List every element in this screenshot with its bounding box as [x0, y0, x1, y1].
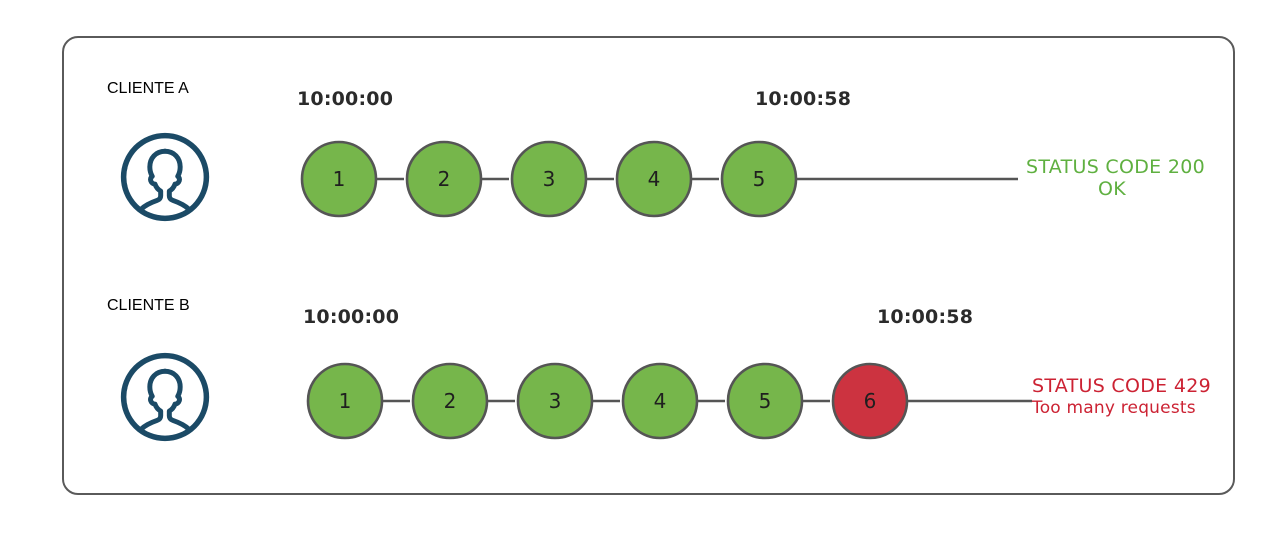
request-node-b-2[interactable]: 2: [411, 362, 489, 440]
request-node-b-4-label: 4: [654, 389, 667, 413]
client-b-label: CLIENTE B: [107, 297, 190, 314]
request-node-a-1[interactable]: 1: [300, 140, 378, 218]
client-a-status: STATUS CODE 200 OK: [1026, 156, 1205, 201]
request-node-b-6-label: 6: [864, 389, 877, 413]
request-node-b-1-label: 1: [339, 389, 352, 413]
client-b-chain-svg: 1 2 3 4 5 6: [306, 362, 1032, 440]
request-node-a-4-label: 4: [648, 167, 661, 191]
client-b-request-chain: 1 2 3 4 5 6: [302, 362, 1038, 443]
client-a-avatar: [119, 131, 211, 223]
request-node-b-5[interactable]: 5: [726, 362, 804, 440]
client-b-status: STATUS CODE 429 Too many requests: [1032, 375, 1232, 418]
request-node-a-5-label: 5: [753, 167, 766, 191]
client-a-status-text: OK: [1097, 177, 1126, 200]
client-b-status-code: STATUS CODE 429: [1032, 375, 1211, 397]
request-node-b-6[interactable]: 6: [831, 362, 909, 440]
client-a-request-chain: 1 2 3 4 5: [296, 140, 1022, 221]
request-node-a-5[interactable]: 5: [720, 140, 798, 218]
request-node-b-5-label: 5: [759, 389, 772, 413]
user-avatar-icon: [120, 132, 210, 222]
client-a-end-time: 10:00:58: [755, 88, 852, 110]
request-node-b-4[interactable]: 4: [621, 362, 699, 440]
user-avatar-icon: [120, 352, 210, 442]
client-b-avatar: [119, 351, 211, 443]
request-node-a-4[interactable]: 4: [615, 140, 693, 218]
diagram-frame: [62, 36, 1235, 495]
client-a-start-time: 10:00:00: [297, 88, 394, 110]
client-a-status-code: STATUS CODE 200: [1026, 156, 1205, 178]
request-node-a-1-label: 1: [333, 167, 346, 191]
request-node-b-3-label: 3: [549, 389, 562, 413]
request-node-b-1[interactable]: 1: [306, 362, 384, 440]
client-b-start-time: 10:00:00: [303, 306, 400, 328]
request-node-a-3-label: 3: [543, 167, 556, 191]
request-node-b-3[interactable]: 3: [516, 362, 594, 440]
client-b-status-text: Too many requests: [1032, 397, 1196, 418]
request-node-b-2-label: 2: [444, 389, 457, 413]
request-node-a-3[interactable]: 3: [510, 140, 588, 218]
request-node-a-2[interactable]: 2: [405, 140, 483, 218]
client-a-chain-svg: 1 2 3 4 5: [300, 140, 1018, 218]
client-a-label: CLIENTE A: [107, 80, 189, 97]
request-node-a-2-label: 2: [438, 167, 451, 191]
client-b-end-time: 10:00:58: [877, 306, 974, 328]
